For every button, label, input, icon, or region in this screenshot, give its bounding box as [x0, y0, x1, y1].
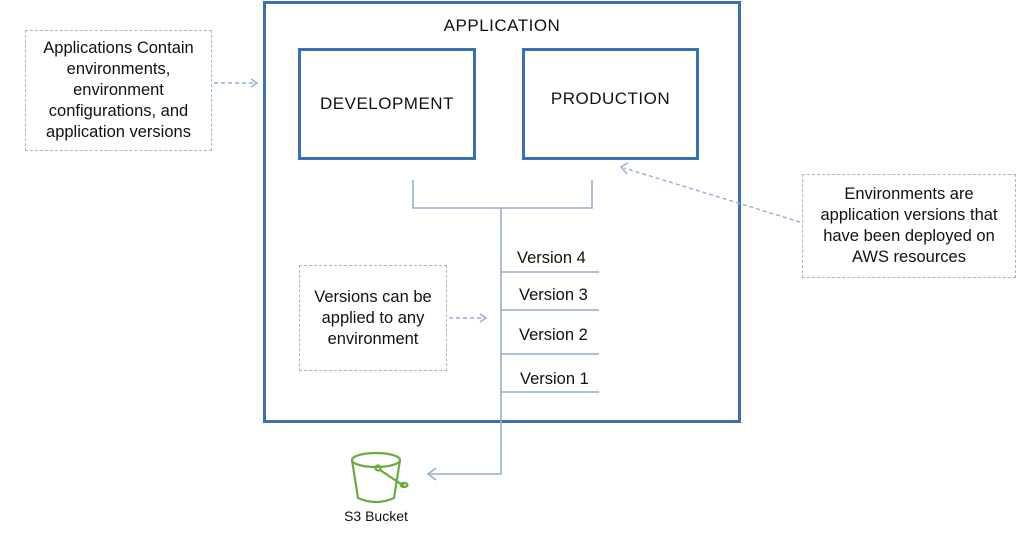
- note-versions-applied: Versions can be applied to any environme…: [299, 265, 447, 371]
- environment-production-box: PRODUCTION: [522, 48, 699, 160]
- version-1-label: Version 1: [520, 370, 589, 388]
- arrow-middle-note-head: [479, 313, 488, 323]
- version-2-label: Version 2: [519, 326, 588, 344]
- application-box: [263, 1, 741, 423]
- version-4-label: Version 4: [517, 249, 586, 267]
- arrow-right-note-head: [619, 162, 629, 175]
- note-applications-contain: Applications Contain environments, envir…: [25, 30, 212, 151]
- environment-development-label: DEVELOPMENT: [320, 94, 454, 113]
- environment-development-box: DEVELOPMENT: [298, 48, 476, 160]
- arrow-left-note-head: [250, 78, 259, 88]
- note-applications-contain-text: Applications Contain environments, envir…: [43, 39, 194, 141]
- note-environments-deployed: Environments are application versions th…: [802, 174, 1016, 278]
- note-environments-deployed-text: Environments are application versions th…: [820, 185, 998, 266]
- version-3-label: Version 3: [519, 286, 588, 304]
- note-versions-applied-text: Versions can be applied to any environme…: [314, 287, 432, 348]
- application-title: APPLICATION: [443, 16, 561, 35]
- arrow-to-bucket-head: [426, 467, 437, 481]
- s3-bucket-label: S3 Bucket: [344, 508, 408, 524]
- s3-bucket-icon: [350, 451, 409, 504]
- environment-production-label: PRODUCTION: [550, 89, 671, 108]
- environment-bracket-line: [412, 180, 593, 475]
- arrow-right-note-to-production: [623, 167, 801, 223]
